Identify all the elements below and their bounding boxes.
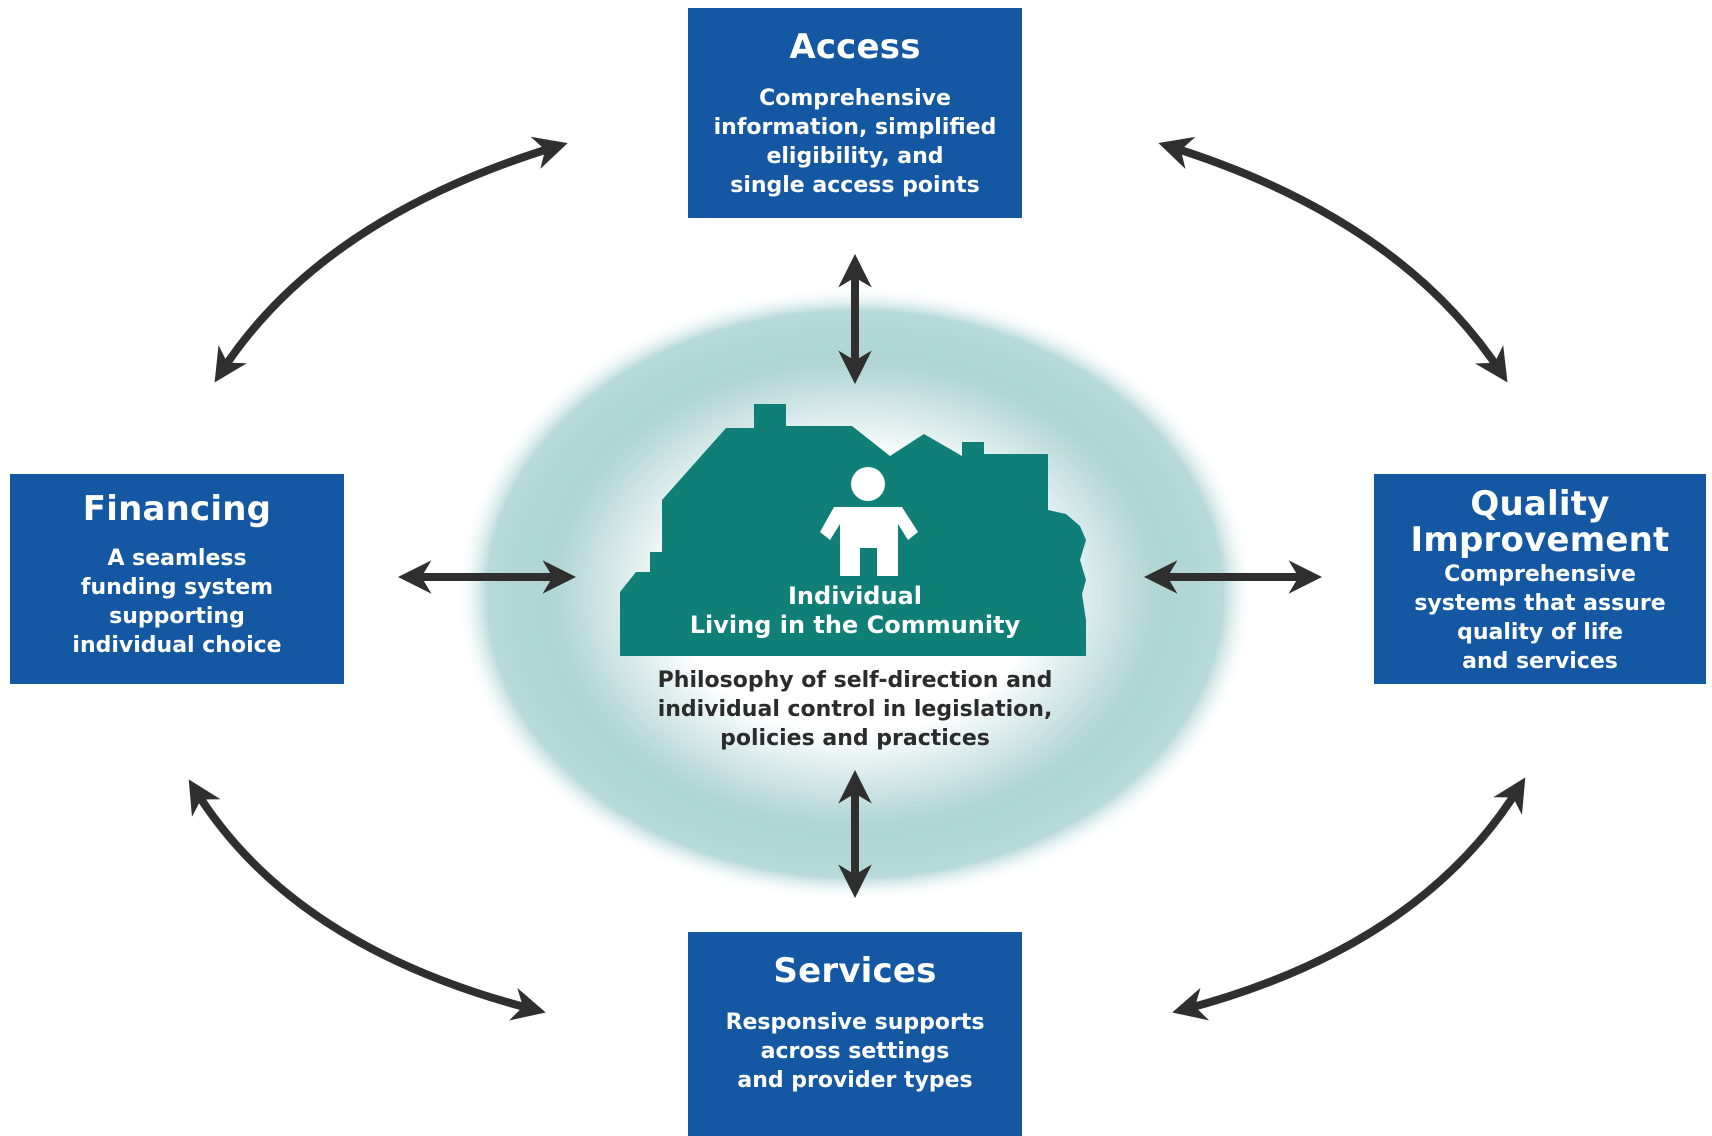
- arrow-access-quality: [1158, 136, 1508, 383]
- person-icon: [820, 467, 918, 576]
- quality-improvement-description: Comprehensive systems that assure qualit…: [1414, 562, 1666, 674]
- center-title: Individual Living in the Community: [689, 582, 1021, 639]
- arrow-access-financing: [214, 136, 568, 383]
- arrow-financing-services: [188, 779, 546, 1021]
- access-box: Access Comprehensive information, simpli…: [688, 8, 1022, 218]
- access-description: Comprehensive information, simplified el…: [713, 86, 997, 198]
- financing-description: A seamless funding system supporting ind…: [72, 546, 282, 658]
- quality-improvement-title: Quality Improvement: [1410, 484, 1670, 560]
- quality-improvement-box: Quality Improvement Comprehensive system…: [1374, 474, 1706, 684]
- services-title: Services: [773, 951, 937, 991]
- access-title: Access: [789, 27, 921, 67]
- financing-title: Financing: [82, 489, 272, 529]
- services-description: Responsive supports across settings and …: [725, 1010, 985, 1093]
- arrow-quality-services: [1172, 777, 1526, 1021]
- financing-box: Financing A seamless funding system supp…: [10, 474, 344, 684]
- services-box: Services Responsive supports across sett…: [688, 932, 1022, 1136]
- center-description: Philosophy of self-direction and individ…: [657, 668, 1053, 751]
